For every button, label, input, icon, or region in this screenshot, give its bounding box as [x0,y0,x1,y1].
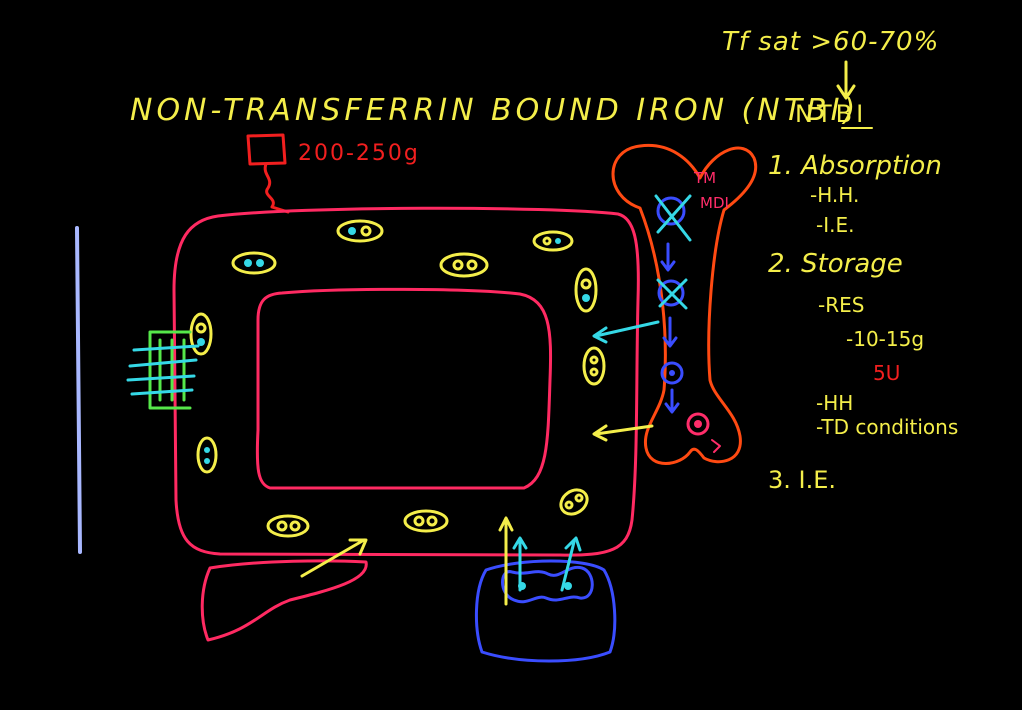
yellow-arrow-lower [300,538,368,578]
absorption-sub-ie: -I.E. [816,213,854,237]
cell-marker [439,252,489,278]
storage-sub-hh: -HH [816,391,853,415]
inner-cell-ring [255,287,553,490]
intestine-villi [126,330,200,410]
cell-marker-dot [204,458,210,464]
cell-marker-dot [276,520,288,532]
absorption-sub-hh: -H.H. [810,183,859,207]
stomach-amount-label: 200-250g [298,141,420,166]
cell-marker-dot [197,338,205,346]
cyan-arrow-up-2 [560,536,582,592]
storage-sub-res: -RES [818,293,864,317]
marrow-label-mdi: MDI [700,194,729,212]
marrow-label-tm: TM [693,169,716,187]
cell-marker-dot [589,367,599,377]
right-panel: Tf sat >60-70% NTBI 1. Absorption -H.H. … [722,27,958,494]
cell-marker-dot [555,238,561,244]
cell-marker [559,488,589,516]
cell-marker-dot [360,225,372,237]
cell-marker-dot [413,515,425,527]
stomach-icon [246,133,290,214]
cell-marker-dot [244,259,252,267]
storage-sub-amount: -10-15g [846,327,924,351]
cell-marker-dot [289,520,301,532]
cell-marker [574,267,598,313]
cell-marker-dot [542,236,552,246]
left-border-line [75,226,82,554]
ie-item: 3. I.E. [768,466,836,494]
bone-outline [611,143,758,465]
cyan-arrow-up-1 [512,536,528,592]
cell-marker-dot [195,322,207,334]
cell-marker-dot [574,493,584,503]
cell-marker [582,346,606,386]
cell-markers [189,219,606,538]
cell-marker-dot [589,355,599,365]
cell-marker-dot [204,447,210,453]
cell-marker-dot [348,227,356,235]
cell-marker [336,219,384,243]
absorption-item: 1. Absorption [768,151,942,181]
diagram-title: NON-TRANSFERRIN BOUND IRON (NTBI) [130,93,859,128]
spleen-outline [200,559,368,642]
macrophage-nucleus [501,565,594,604]
cell-marker [532,230,574,252]
cell-marker-dot [452,259,464,271]
cell-marker-dot [582,294,590,302]
storage-item: 2. Storage [768,249,903,279]
erythroid-precursors [654,194,721,453]
cyan-arrow [592,320,660,344]
yellow-arrow [592,424,654,442]
cell-marker [196,436,218,474]
down-arrow [836,60,856,100]
ntbi-text: NTBI [795,100,867,128]
cell-marker-dot [580,278,592,290]
storage-sub-td: -TD conditions [816,415,958,439]
cell-marker [189,312,213,356]
cell-marker-dot [466,259,478,271]
outer-cell-ring [172,206,640,557]
cell-marker [403,509,449,533]
macrophage-outline [474,559,617,663]
cell-marker-dot [426,515,438,527]
cell-marker [266,514,310,538]
cell-marker [231,251,277,275]
cell-marker-dot [564,500,574,510]
cell-marker-dot [256,259,264,267]
storage-sub-units: 5U [873,361,900,385]
yellow-arrow-up [498,516,514,606]
tf-sat-text: Tf sat >60-70% [722,27,939,57]
